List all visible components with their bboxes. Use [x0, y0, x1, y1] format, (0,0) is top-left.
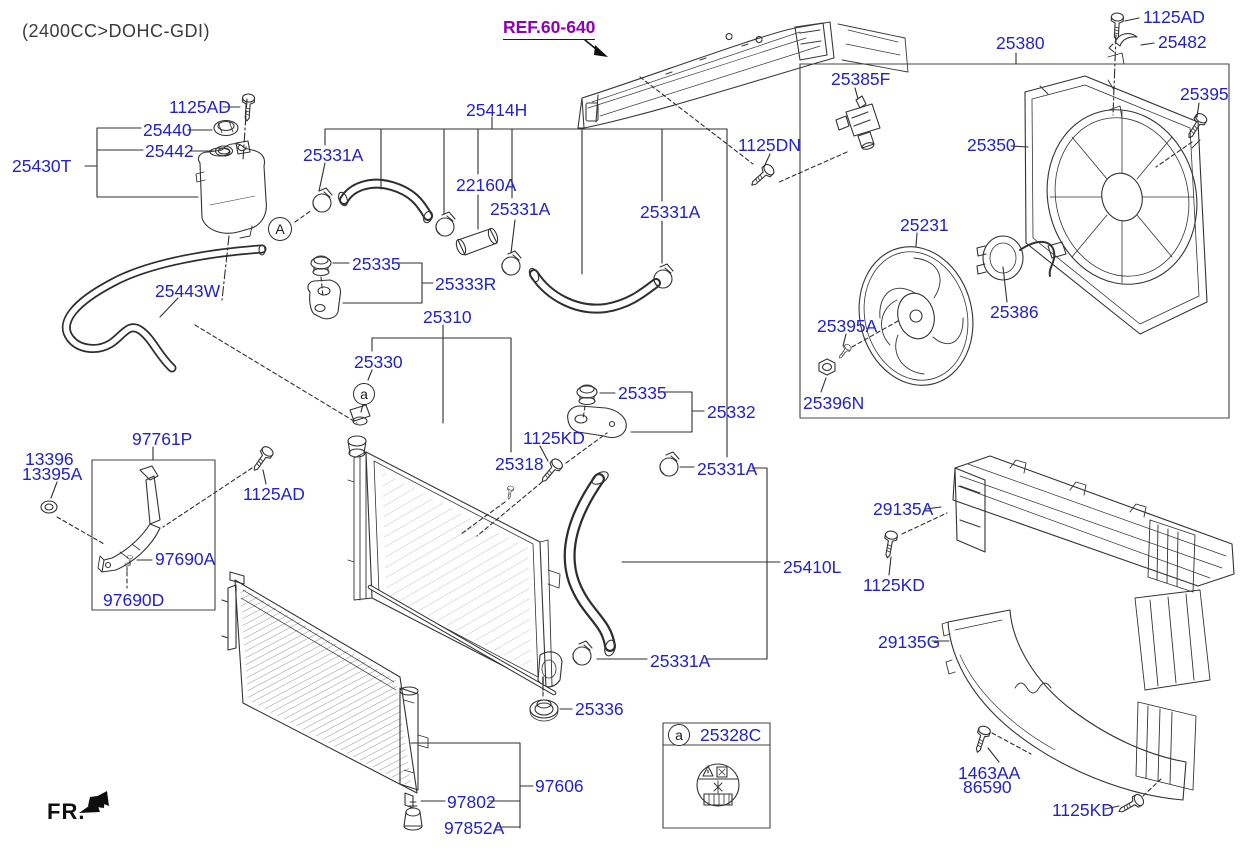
upper-hose-drawing	[337, 178, 433, 224]
part-label-25443w-4[interactable]: 25443W	[155, 281, 221, 301]
middle-hose-drawing	[528, 267, 661, 314]
bracket-25333r-drawing	[307, 279, 342, 320]
part-label-25395a-19[interactable]: 25395A	[817, 316, 878, 336]
air-guard-upper-drawing	[952, 455, 1235, 593]
warning-label-drawing	[696, 763, 740, 807]
part-label-1125ad-13[interactable]: 1125AD	[1143, 7, 1205, 27]
part-label-1125kd-38[interactable]: 1125KD	[1052, 800, 1114, 820]
fan-blade-drawing	[858, 246, 974, 386]
bracket-25332-drawing	[567, 405, 627, 439]
part-label-97690d-44[interactable]: 97690D	[103, 590, 165, 610]
part-label-1125kd-27[interactable]: 1125KD	[523, 428, 585, 448]
part-label-13396-40[interactable]: 13396	[25, 449, 74, 469]
part-label-25231-17[interactable]: 25231	[900, 215, 949, 235]
part-label-25333r-22[interactable]: 25333R	[435, 274, 497, 294]
part-label-25350-16[interactable]: 25350	[967, 135, 1016, 155]
grommet-13395a-drawing	[40, 500, 58, 514]
front-direction-arrow-icon	[79, 791, 109, 813]
side-member-frame-drawing	[577, 21, 909, 129]
part-label-97761p-39[interactable]: 97761P	[132, 429, 193, 449]
condenser-bracket-box	[91, 459, 216, 611]
part-label-25332-26[interactable]: 25332	[707, 402, 756, 422]
part-label-25396n-20[interactable]: 25396N	[803, 393, 865, 413]
reservoir-cap-drawing	[213, 119, 239, 137]
part-label-25380-12[interactable]: 25380	[996, 33, 1045, 53]
front-direction-label: FR.	[47, 799, 86, 824]
fan-shroud-drawing	[1024, 52, 1208, 335]
fan-motor-drawing	[976, 235, 1067, 281]
part-label-25318-28[interactable]: 25318	[495, 454, 544, 474]
part-label-25395-15[interactable]: 25395	[1180, 84, 1229, 104]
part-label-22160a-7[interactable]: 22160A	[456, 175, 517, 195]
ref-60-640-link[interactable]: REF.60-640	[503, 17, 596, 40]
part-label-25442-2[interactable]: 25442	[145, 141, 194, 161]
part-label-29135g-35[interactable]: 29135G	[878, 632, 941, 652]
part-label-25331a-31[interactable]: 25331A	[650, 651, 711, 671]
condenser-pipe-drawing	[367, 584, 557, 696]
engine-variant-title: (2400CC>DOHC-GDI)	[22, 21, 211, 41]
part-label-25482-14[interactable]: 25482	[1158, 32, 1207, 52]
part-label-97606-45[interactable]: 97606	[535, 776, 584, 796]
part-label-97690a-43[interactable]: 97690A	[155, 549, 216, 569]
part-label-25331a-29[interactable]: 25331A	[697, 459, 758, 479]
reservoir-tank-drawing	[195, 140, 267, 239]
callout-circle-a-1: a	[353, 383, 375, 405]
part-label-29135a-33[interactable]: 29135A	[873, 499, 934, 519]
overflow-hose-drawing	[61, 244, 267, 373]
part-label-25386-18[interactable]: 25386	[990, 302, 1039, 322]
part-label-25430t-3[interactable]: 25430T	[12, 156, 72, 176]
part-label-25330-24[interactable]: 25330	[354, 352, 403, 372]
air-guard-lower-drawing	[941, 589, 1211, 801]
part-label-25335-21[interactable]: 25335	[352, 254, 401, 274]
bracket-97761p-drawing	[97, 465, 161, 573]
part-label-25440-1[interactable]: 25440	[143, 120, 192, 140]
part-label-25310-23[interactable]: 25310	[423, 307, 472, 327]
part-label-97802-46[interactable]: 97802	[447, 792, 496, 812]
filler-tube-drawing	[455, 227, 499, 256]
dashdot-leader-lines	[221, 34, 1117, 301]
leader-lines	[50, 17, 1200, 829]
grommet-25336-drawing	[529, 699, 559, 722]
part-label-25385f-10[interactable]: 25385F	[831, 69, 891, 89]
part-label-13395a-41[interactable]: 13395A	[22, 464, 83, 484]
part-label-1125kd-34[interactable]: 1125KD	[863, 575, 925, 595]
shroud-clip-drawing	[1108, 33, 1138, 53]
part-label-25410l-30[interactable]: 25410L	[783, 557, 842, 577]
dashed-leader-lines	[56, 76, 1193, 797]
part-label-25414h-6[interactable]: 25414H	[466, 100, 528, 120]
part-label-25335-25[interactable]: 25335	[618, 383, 667, 403]
fan-assembly-box	[799, 63, 1230, 419]
part-label-25336-32[interactable]: 25336	[575, 699, 624, 719]
fan-nut-drawing	[818, 358, 836, 376]
lower-hose-drawing	[563, 471, 616, 657]
drier-cap-drawing	[403, 801, 423, 831]
callout-circle-a-2: a	[668, 724, 690, 746]
part-label-25331a-5[interactable]: 25331A	[303, 145, 364, 165]
sensor-25385f-drawing	[835, 95, 881, 150]
part-label-1463aa-36[interactable]: 1463AA	[958, 763, 1021, 783]
part-label-25331a-9[interactable]: 25331A	[640, 202, 701, 222]
condenser-drawing	[221, 571, 429, 809]
part-label-1125ad-0[interactable]: 1125AD	[169, 97, 231, 117]
part-label-25328c-48[interactable]: 25328C	[700, 725, 762, 745]
part-label-25331a-8[interactable]: 25331A	[490, 199, 551, 219]
part-label-86590-37[interactable]: 86590	[963, 777, 1012, 797]
part-label-1125ad-42[interactable]: 1125AD	[243, 484, 305, 504]
radiator-drawing	[347, 404, 563, 691]
callout-circle-A-0: A	[268, 217, 292, 241]
part-label-1125dn-11[interactable]: 1125DN	[738, 135, 801, 155]
part-label-97852a-47[interactable]: 97852A	[444, 818, 505, 838]
